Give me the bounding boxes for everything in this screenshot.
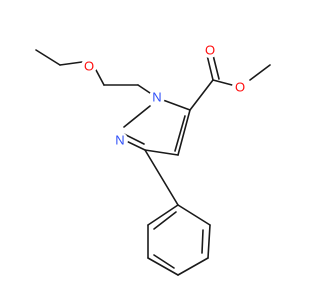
bond: [189, 79, 214, 111]
bond: [147, 257, 179, 276]
phenyl-ring: [144, 149, 211, 276]
pyrazole-ring: [119, 99, 191, 156]
n1-label: N: [152, 90, 161, 105]
bond: [177, 257, 209, 276]
ether-oxygen-label: O: [84, 59, 94, 74]
bond: [212, 79, 233, 86]
bond: [206, 54, 214, 81]
bond: [144, 149, 179, 206]
atom-ether-oxygen: O: [81, 58, 97, 74]
bond: [144, 149, 179, 156]
bond: [153, 254, 175, 269]
molecule-structure: O N N O O: [35, 42, 271, 276]
atom-labels: O N N O O: [81, 42, 248, 148]
atom-n2: N: [112, 132, 128, 148]
bond: [201, 229, 204, 254]
bond: [177, 109, 191, 156]
bond: [212, 54, 220, 80]
bond: [123, 105, 151, 128]
atom-ester-oxygen: O: [232, 79, 248, 95]
methyl-ester: [189, 54, 271, 111]
bond: [35, 49, 61, 66]
bond: [59, 61, 83, 66]
bond: [177, 204, 211, 226]
bond: [123, 133, 145, 145]
bond: [95, 69, 105, 86]
bond: [137, 84, 151, 94]
atom-carbonyl-oxygen: O: [202, 42, 218, 58]
atom-n1: N: [149, 89, 165, 105]
bond: [174, 115, 186, 152]
carbonyl-oxygen-label: O: [205, 43, 215, 58]
ethoxyethyl-chain: [35, 49, 151, 94]
bond: [249, 64, 271, 81]
bond: [207, 224, 211, 259]
bond: [153, 211, 177, 230]
ester-oxygen-label: O: [235, 80, 245, 95]
n2-label: N: [115, 133, 124, 148]
bond: [147, 204, 179, 226]
bond: [162, 99, 191, 111]
